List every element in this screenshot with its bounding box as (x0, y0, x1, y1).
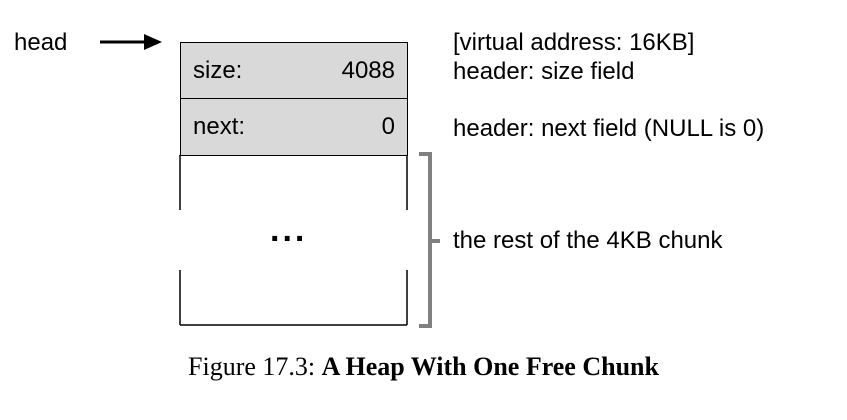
head-arrow-head (144, 34, 162, 50)
size-field-annotation: header: size field (453, 58, 635, 85)
chunk-ellipsis: ... (270, 211, 308, 249)
head-label: head (14, 29, 68, 56)
size-cell: size: 4088 (180, 42, 408, 99)
next-field-annotation: header: next field (NULL is 0) (453, 115, 765, 142)
caption-prefix: Figure 17.3: (188, 352, 316, 381)
next-cell: next: 0 (180, 98, 408, 156)
rest-annotation: the rest of the 4KB chunk (453, 227, 723, 254)
next-key: next: (193, 113, 246, 140)
figure-caption: Figure 17.3: A Heap With One Free Chunk (0, 352, 847, 382)
rest-bracket (419, 152, 432, 328)
size-key: size: (193, 56, 243, 84)
size-value: 4088 (341, 56, 395, 84)
address-annotation: [virtual address: 16KB] (453, 29, 695, 56)
caption-title: A Heap With One Free Chunk (321, 352, 659, 381)
next-value: 0 (381, 113, 395, 140)
